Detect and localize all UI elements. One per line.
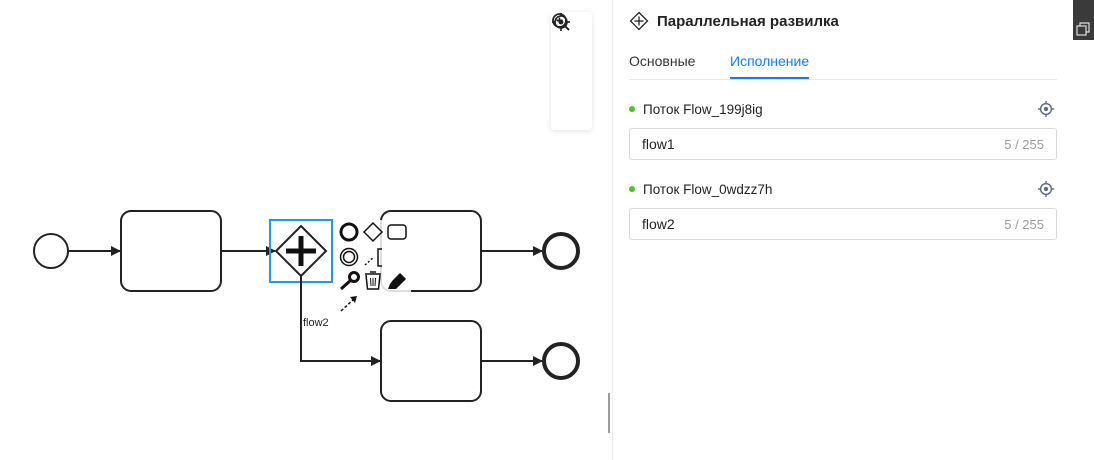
flow-label: flow2: [303, 317, 329, 329]
append-gateway-icon[interactable]: [362, 221, 384, 243]
connect-arrow-icon[interactable]: [340, 296, 357, 312]
status-dot: [629, 106, 635, 112]
panel-tabs: Основные Исполнение: [629, 52, 1057, 80]
side-toggle[interactable]: [1073, 0, 1094, 40]
crosshair-icon[interactable]: [1037, 180, 1055, 198]
fit-view-button[interactable]: [552, 13, 584, 118]
flow-item: Поток Flow_0wdzz7h: [629, 179, 1057, 199]
append-end-event-icon[interactable]: [339, 222, 359, 242]
text-annotation-icon[interactable]: [364, 248, 382, 267]
crosshair-icon[interactable]: [1037, 100, 1055, 118]
append-task-icon[interactable]: [387, 224, 407, 240]
flow-input[interactable]: [642, 216, 1005, 232]
start-event[interactable]: [33, 233, 69, 269]
window-icon: [1076, 22, 1090, 36]
crosshair-icon: [552, 13, 570, 31]
task-1[interactable]: [120, 210, 222, 292]
flow-input[interactable]: [642, 136, 1005, 152]
char-counter: 5 / 255: [1004, 216, 1044, 232]
trash-icon[interactable]: [365, 271, 381, 290]
char-counter: 5 / 255: [1004, 136, 1044, 152]
flow-condition-field[interactable]: 5 / 255: [629, 128, 1057, 160]
status-dot: [629, 186, 635, 192]
append-intermediate-event-icon[interactable]: [339, 247, 359, 267]
end-event[interactable]: [542, 342, 580, 380]
end-event[interactable]: [542, 232, 580, 270]
flow-condition-field[interactable]: 5 / 255: [629, 208, 1057, 240]
sequence-flow[interactable]: [300, 276, 381, 366]
tab-basic[interactable]: Основные: [629, 53, 696, 69]
zoom-out-button[interactable]: [552, 13, 584, 83]
parallel-gateway[interactable]: [274, 224, 328, 278]
tab-execution[interactable]: Исполнение: [730, 52, 810, 79]
paintbrush-icon[interactable]: [388, 272, 407, 289]
bpmn-canvas[interactable]: flow2: [0, 0, 612, 460]
panel-header: Параллельная развилка: [629, 11, 839, 31]
task-3[interactable]: [380, 320, 482, 402]
context-pad: [335, 220, 411, 316]
panel-title: Параллельная развилка: [657, 12, 839, 30]
flow-item: Поток Flow_199j8ig: [629, 99, 1057, 119]
properties-panel: Параллельная развилка Основные Исполнени…: [613, 0, 1073, 460]
flow-label: Поток Flow_0wdzz7h: [643, 181, 773, 197]
flow-label: Поток Flow_199j8ig: [643, 101, 763, 117]
panel-divider: [612, 0, 613, 460]
wrench-icon[interactable]: [339, 271, 360, 291]
zoom-toolbar: [551, 12, 592, 130]
parallel-gateway-icon: [629, 11, 649, 31]
resize-handle[interactable]: [608, 393, 610, 433]
diagram-svg: flow2: [33, 210, 580, 402]
